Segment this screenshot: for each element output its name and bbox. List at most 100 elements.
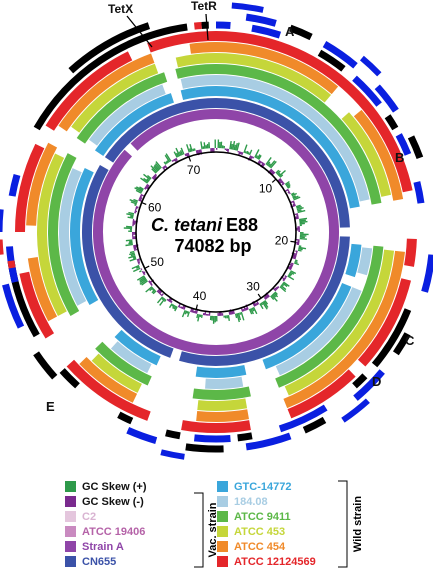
coverage-ring-5-arc-1	[357, 247, 373, 276]
cds-block-33	[126, 427, 158, 444]
cds-block-40	[160, 449, 185, 460]
coverage-ring-2-arc-0	[93, 109, 339, 355]
legend-swatch-right-1	[217, 496, 228, 507]
coverage-ring-4-arc-3	[195, 365, 247, 378]
coverage-ring-8-arc-0	[215, 42, 339, 95]
cds-tracks	[0, 2, 433, 460]
coverage-ring-8-arc-3	[196, 409, 249, 422]
coverage-ring-2-arc-1	[130, 109, 217, 151]
coverage-ring-4-arc-7	[180, 86, 217, 101]
coverage-ring-6-arc-4	[48, 153, 80, 316]
wild-strain-label: Wild strain	[352, 496, 364, 552]
coverage-ring-7-arc-3	[197, 398, 248, 411]
legend-swatch-right-4	[217, 541, 228, 552]
coverage-ring-3-arc-2	[82, 165, 174, 358]
region-label-d: D	[372, 374, 381, 389]
cds-block-42	[7, 260, 16, 269]
legend-label-right-0: GTC-14772	[234, 481, 291, 493]
cds-block-28	[322, 41, 358, 69]
cds-block-34	[2, 283, 25, 329]
legend-swatch-left-1	[65, 496, 76, 507]
coverage-ring-9-arc-6	[19, 271, 55, 339]
cds-block-30	[421, 254, 433, 293]
tick-mark-50	[144, 265, 150, 269]
coverage-ring-3-arc-0	[215, 98, 350, 228]
coverage-ring-8-arc-2	[283, 250, 405, 409]
cds-block-10	[59, 368, 80, 389]
coverage-ring-9-arc-0	[215, 31, 413, 193]
legend-label-left-4: Strain A	[82, 541, 124, 553]
legend-label-left-2: C2	[82, 511, 96, 523]
tick-mark-30	[257, 293, 262, 299]
vac-strain-label: Vac. strain	[207, 502, 219, 557]
coverage-ring-4-arc-4	[114, 329, 161, 366]
coverage-ring-3-arc-3	[104, 98, 217, 163]
cds-block-14	[392, 332, 411, 356]
legend-swatch-right-3	[217, 526, 228, 537]
coverage-ring-5-arc-6	[88, 84, 166, 146]
coverage-ring-7-arc-0	[215, 53, 332, 103]
cds-block-24	[193, 434, 231, 443]
cds-block-18	[215, 21, 231, 29]
coverage-ring-4-arc-0	[215, 86, 360, 209]
tick-mark-10	[271, 178, 277, 183]
backbone-circle	[135, 151, 297, 313]
gene-label-tetr: TetR	[191, 0, 217, 13]
gc-skew-track	[123, 139, 309, 324]
coverage-ring-9-arc-4	[181, 420, 251, 433]
coverage-ring-8-arc-5	[27, 256, 58, 322]
legend-label-right-5: ATCC 12124569	[234, 556, 316, 568]
cds-block-4	[371, 308, 412, 368]
cds-block-5	[352, 373, 368, 389]
region-label-a: A	[285, 24, 295, 39]
coverage-ring-7-arc-4	[91, 353, 143, 393]
genome-name-suffix: E88	[226, 215, 258, 235]
cds-block-22	[413, 181, 425, 204]
coverage-ring-5-arc-4	[110, 341, 152, 374]
coverage-ring-9-arc-9	[147, 31, 217, 53]
legend-swatch-right-2	[217, 511, 228, 522]
cds-block-2	[317, 49, 346, 72]
legend-label-right-2: ATCC 9411	[234, 511, 291, 523]
coverage-ring-4-arc-1	[345, 243, 362, 278]
cds-block-13	[407, 135, 424, 159]
gene-label-tetx: TetX	[108, 2, 133, 16]
coverage-ring-5-arc-2	[275, 287, 362, 376]
legend-swatch-left-4	[65, 541, 76, 552]
cds-block-15	[302, 416, 327, 434]
legend-swatch-right-0	[217, 481, 228, 492]
tick-label-40: 40	[193, 289, 207, 303]
coverage-ring-9-arc-7	[15, 143, 45, 233]
coverage-ring-6-arc-1	[275, 245, 384, 388]
tick-label-10: 10	[259, 181, 273, 195]
coverage-ring-5-arc-0	[215, 75, 370, 202]
cds-block-17	[33, 351, 58, 380]
coverage-ring-9-arc-5	[66, 359, 151, 421]
cds-block-23	[278, 404, 328, 433]
legend-swatch-left-3	[65, 526, 76, 537]
gc-skew-positive	[123, 139, 309, 324]
coverage-ring-7-arc-6	[71, 63, 159, 133]
cds-block-26	[8, 173, 21, 197]
coverage-ring-8-arc-1	[353, 109, 404, 201]
coverage-ring-9-arc-2	[357, 278, 412, 367]
cds-block-27	[245, 13, 277, 27]
cds-block-16	[185, 443, 224, 453]
tetx-leader	[126, 15, 153, 48]
tick-label-60: 60	[148, 201, 162, 215]
coverage-ring-5-arc-5	[59, 168, 87, 306]
legend-swatch-left-5	[65, 556, 76, 567]
vac-strain-bracket: Vac. strain	[194, 492, 219, 568]
genome-size: 74082 bp	[174, 236, 251, 256]
cds-block-11	[68, 22, 151, 74]
coverage-ring-8-arc-8	[189, 42, 217, 54]
legend-label-right-3: ATCC 453	[234, 526, 285, 538]
legend-label-left-0: GC Skew (+)	[82, 481, 147, 493]
tick-label-30: 30	[246, 280, 260, 294]
tick-mark-20	[290, 240, 296, 243]
coverage-ring-7-arc-5	[37, 153, 67, 317]
legend-label-left-5: CN655	[82, 556, 116, 568]
coverage-ring-6-arc-2	[192, 386, 251, 400]
